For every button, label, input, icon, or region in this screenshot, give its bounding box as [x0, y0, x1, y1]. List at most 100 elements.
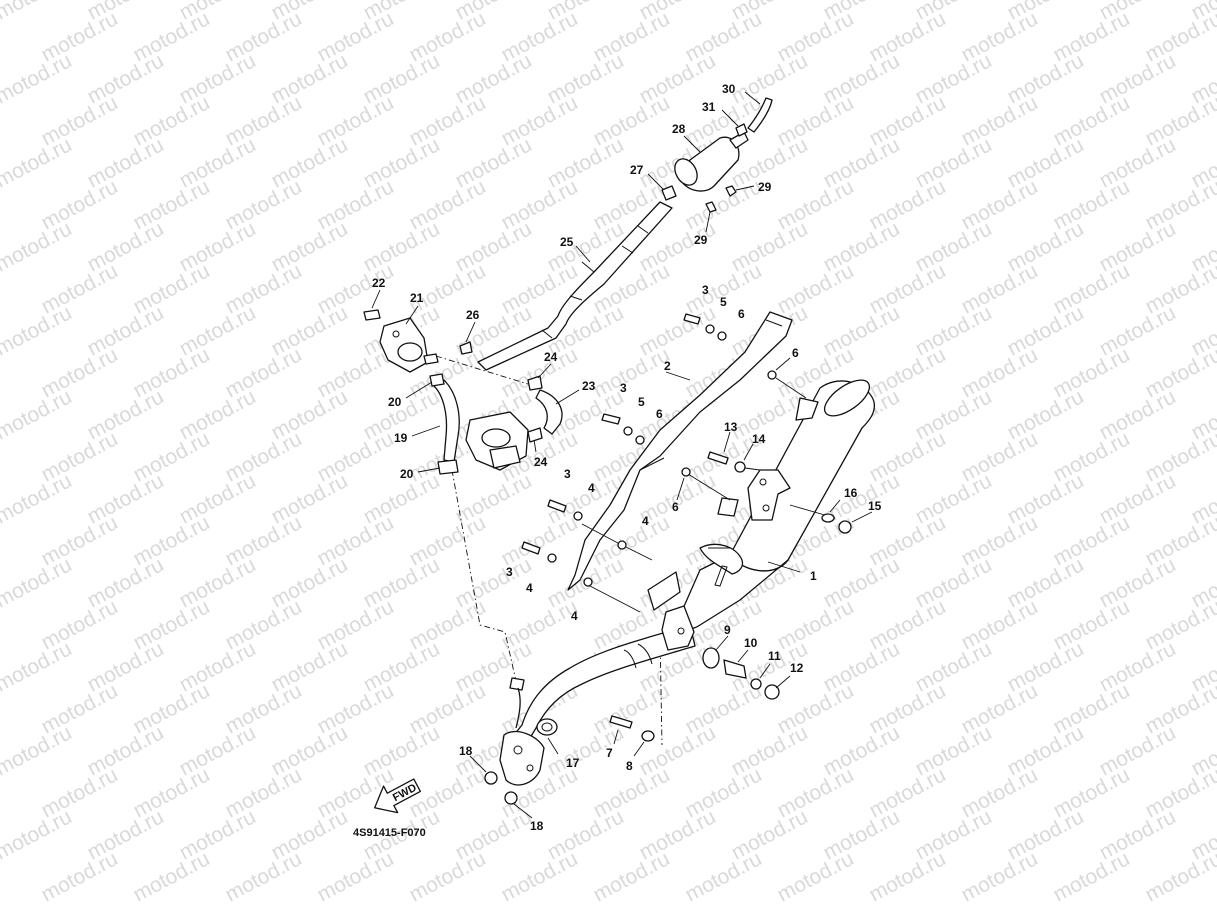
watermark-text: motod.ru [774, 847, 858, 906]
callout-label: 18 [530, 819, 544, 833]
watermark-text: motod.ru [498, 847, 582, 906]
watermark-text: motod.ru [0, 49, 76, 108]
watermark-text: motod.ru [0, 217, 76, 276]
callout-label: 13 [724, 420, 738, 434]
heat-shield-icon [567, 311, 819, 611]
clamp-31 [735, 123, 748, 137]
callout-label: 18 [459, 744, 473, 758]
clamp-20a [429, 373, 445, 387]
callout-label: 6 [792, 346, 799, 360]
hose-icon [477, 201, 673, 371]
clip-26 [459, 341, 473, 355]
callout-label: 6 [672, 500, 679, 514]
fasteners [484, 313, 852, 805]
watermark-text: motod.ru [130, 847, 214, 906]
watermark-text: motod.ru [0, 469, 76, 528]
clamp-27 [661, 185, 677, 201]
callout-leaders [371, 91, 873, 819]
callout-label: 20 [400, 467, 414, 481]
watermark-text: motod.ru [682, 847, 766, 906]
callout-label: 6 [656, 407, 663, 421]
callout-label: 29 [758, 180, 772, 194]
watermark-text: motod.ru [314, 847, 398, 906]
watermark-text: motod.ru [0, 0, 76, 24]
callout-label: 8 [626, 759, 633, 773]
watermark-text: motod.ru [0, 805, 76, 864]
hose-30 [747, 97, 773, 133]
callout-label: 10 [744, 636, 758, 650]
clamp-20b [437, 459, 459, 475]
diagram-code: 4S91415-F070 [353, 827, 426, 839]
callout-label: 7 [606, 746, 613, 760]
watermark-text: motod.ru [222, 847, 306, 906]
callout-label: 4 [642, 514, 649, 528]
callout-label: 20 [388, 395, 402, 409]
screw-29a [725, 185, 737, 197]
watermark-text: motod.ru [1050, 847, 1134, 906]
muffler-icon [677, 379, 876, 630]
watermark-text: motod.ru [0, 301, 76, 360]
callout-labels: 30 31 28 27 29 29 25 22 21 26 24 23 20 1… [372, 82, 882, 833]
exhaust-pipe-icon [499, 605, 696, 786]
callout-label: 29 [694, 233, 708, 247]
pipe-flange [499, 730, 545, 786]
callout-label: 9 [724, 623, 731, 637]
callout-label: 21 [410, 291, 424, 305]
callout-label: 25 [560, 235, 574, 249]
callout-label: 24 [534, 455, 548, 469]
callout-label: 30 [722, 82, 736, 96]
callout-label: 23 [582, 379, 596, 393]
air-filter-icon [661, 97, 773, 213]
callout-label: 1 [810, 569, 817, 583]
callout-label: 27 [630, 163, 644, 177]
callout-label: 3 [620, 381, 627, 395]
callout-label: 24 [544, 350, 558, 364]
callout-label: 4 [571, 609, 578, 623]
watermark-text: motod.ru [406, 847, 490, 906]
callout-label: 16 [844, 486, 858, 500]
callout-label: 31 [702, 100, 716, 114]
screw-29b [705, 201, 717, 213]
shield-clip-lower [647, 571, 681, 611]
watermark-text: motod.ru [0, 133, 76, 192]
screw-22 [363, 309, 381, 321]
watermark-text: motod.ru [0, 721, 76, 780]
callout-label: 5 [638, 395, 645, 409]
callout-label: 15 [868, 499, 882, 513]
muffler-bracket [747, 469, 791, 521]
watermark-text: motod.ru [38, 847, 122, 906]
callout-label: 4 [588, 481, 595, 495]
hose-23 [535, 389, 563, 435]
callout-label: 28 [672, 122, 686, 136]
shield-clip-upper [795, 397, 819, 421]
callout-label: 3 [506, 565, 513, 579]
callout-label: 22 [372, 276, 386, 290]
callout-label: 3 [564, 467, 571, 481]
callout-label: 26 [466, 308, 480, 322]
watermark-text: motod.ru [0, 385, 76, 444]
clamp-24b [527, 427, 543, 443]
callout-label: 12 [790, 661, 804, 675]
watermark-text: motod.ru [0, 637, 76, 696]
callout-label: 5 [720, 295, 727, 309]
callout-label: 3 [702, 283, 709, 297]
callout-label: 11 [768, 649, 781, 663]
callout-label: 2 [664, 359, 671, 373]
dashed-line-valve-hose [435, 355, 529, 385]
joint-icon [459, 341, 563, 471]
callout-label: 17 [566, 756, 580, 770]
arrow-left-icon: FWD [374, 778, 422, 814]
watermark-text: motod.ru [958, 847, 1042, 906]
callout-label: 6 [738, 307, 745, 321]
clamp-24a [527, 375, 543, 391]
watermark-text: motod.ru [590, 847, 674, 906]
watermark-text: motod.ru [0, 553, 76, 612]
valve-icon [363, 309, 439, 373]
watermark-text: motod.ru [1142, 847, 1217, 906]
small-hose-icon [429, 373, 460, 475]
pipe-bracket [661, 605, 695, 651]
callout-label: 4 [526, 581, 533, 595]
